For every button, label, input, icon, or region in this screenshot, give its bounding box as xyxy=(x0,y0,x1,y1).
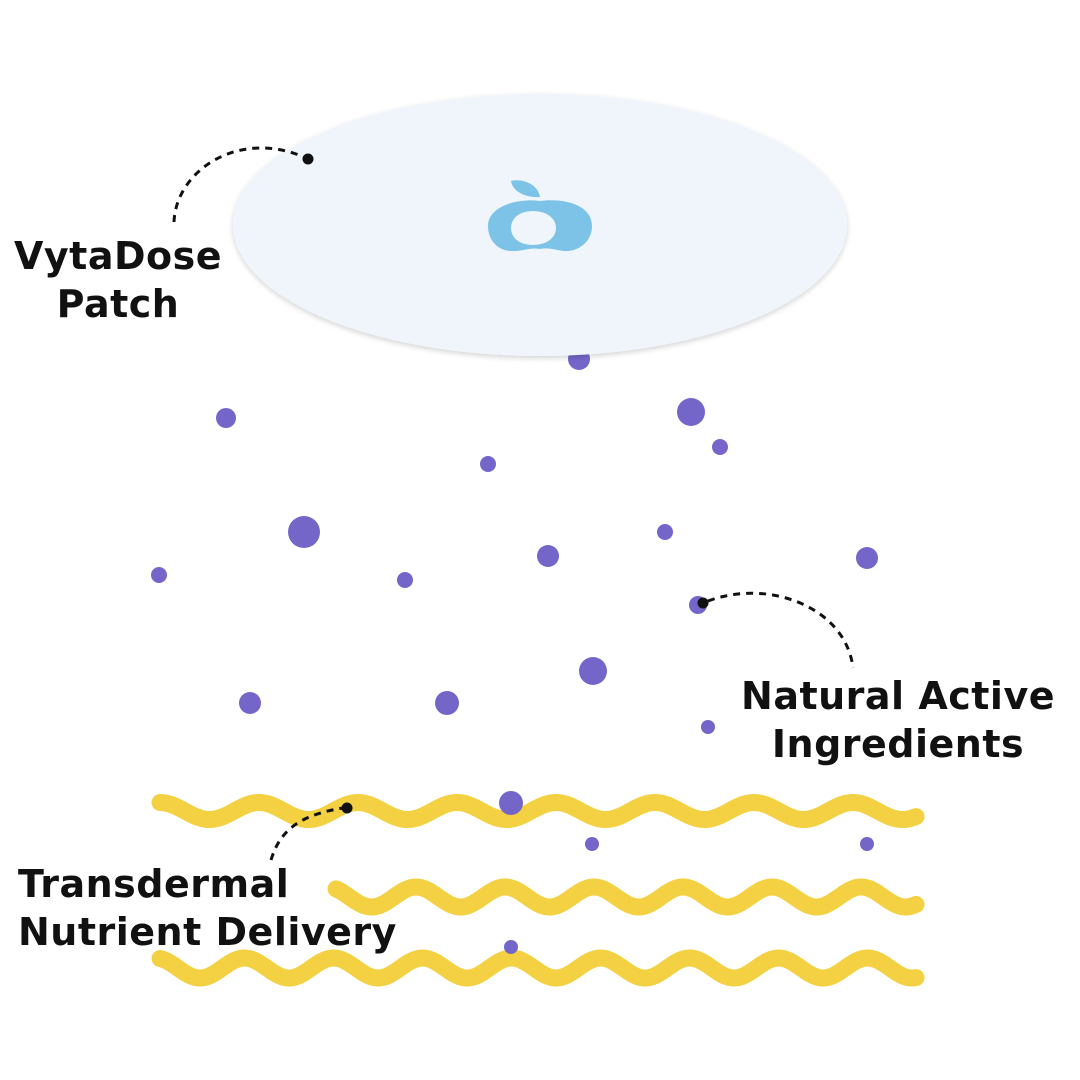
label-transdermal-delivery: Transdermal Nutrient Delivery xyxy=(18,860,397,956)
ingredient-particle xyxy=(435,691,459,715)
leader-lines xyxy=(172,146,855,861)
leader-line-patch xyxy=(172,146,307,223)
ingredient-particle xyxy=(579,657,607,685)
label-patch-line1: VytaDose xyxy=(13,234,223,278)
skin-layer-wave-3 xyxy=(151,949,925,987)
skin-layer-wave-2 xyxy=(327,878,925,916)
ingredient-particle xyxy=(712,439,728,455)
ingredient-particle xyxy=(216,408,236,428)
apple-logo-icon xyxy=(488,180,592,252)
ingredient-particles-front xyxy=(499,791,874,954)
patch-disc xyxy=(233,94,847,356)
skin-layer-wave-1 xyxy=(151,794,925,828)
label-delivery-line2: Nutrient Delivery xyxy=(18,910,397,954)
label-ingredients-line1: Natural Active xyxy=(741,674,1055,718)
ingredient-particle xyxy=(288,516,320,548)
ingredient-particle xyxy=(504,940,518,954)
ingredient-particle xyxy=(499,791,523,815)
ingredient-particle xyxy=(585,837,599,851)
vytadose-patch xyxy=(233,94,847,356)
leader-line-delivery xyxy=(269,806,344,861)
ingredient-particle xyxy=(480,456,496,472)
label-delivery-line1: Transdermal xyxy=(18,862,290,906)
label-natural-active-ingredients: Natural Active Ingredients xyxy=(738,672,1058,768)
ingredient-particle xyxy=(856,547,878,569)
ingredient-particle xyxy=(860,837,874,851)
label-ingredients-line2: Ingredients xyxy=(771,722,1025,766)
leader-dot-ingredients xyxy=(697,597,709,609)
ingredient-particle xyxy=(239,692,261,714)
ingredient-particle xyxy=(677,398,705,426)
leader-dot-delivery xyxy=(341,802,353,814)
skin-layers xyxy=(151,794,925,987)
leader-line-ingredients xyxy=(707,591,855,669)
label-patch-line2: Patch xyxy=(56,282,180,326)
ingredient-particle xyxy=(657,524,673,540)
ingredient-particle xyxy=(537,545,559,567)
ingredient-particle xyxy=(397,572,413,588)
ingredient-particles xyxy=(151,348,878,734)
label-vytadose-patch: VytaDose Patch xyxy=(8,232,228,328)
ingredient-particle xyxy=(701,720,715,734)
leader-dot-patch xyxy=(302,153,314,165)
ingredient-particle xyxy=(151,567,167,583)
